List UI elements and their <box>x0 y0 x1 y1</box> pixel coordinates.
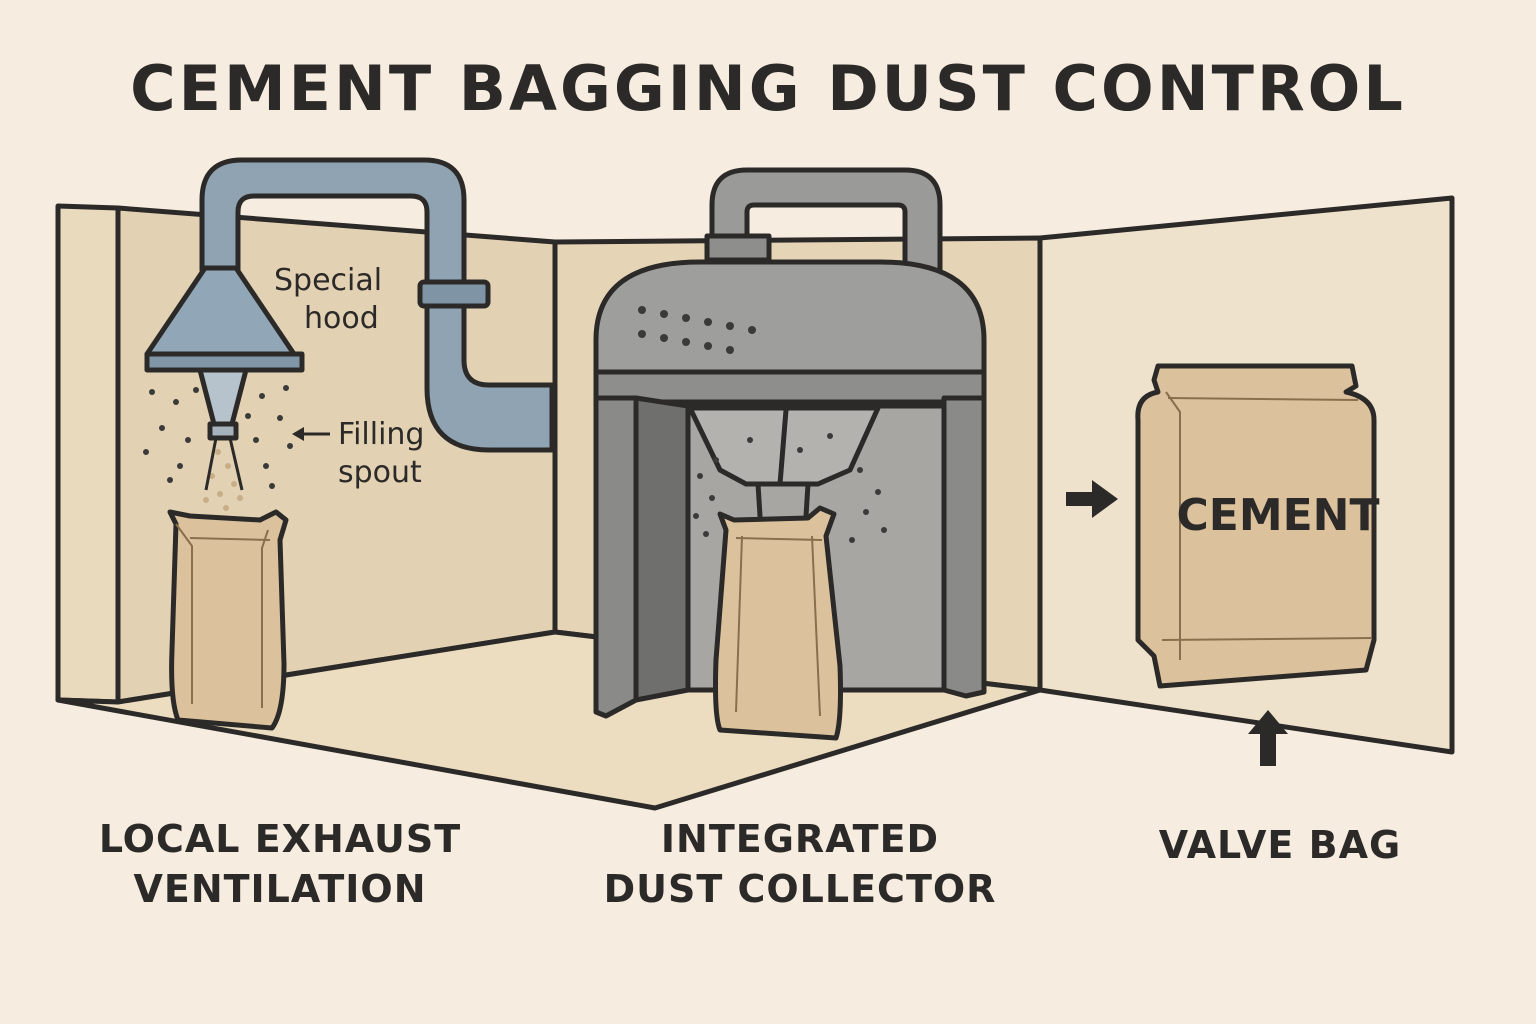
callout-line: spout <box>338 455 422 490</box>
callout-line: Special <box>274 263 383 298</box>
bag-left <box>167 509 289 731</box>
dust-particles-collector <box>693 433 887 543</box>
bag-label: CEMENT <box>1176 490 1379 541</box>
special-hood-callout: Special hood <box>274 262 382 338</box>
label-line: VENTILATION <box>133 867 427 911</box>
dust-particles-left <box>143 385 293 489</box>
collector-hood-band <box>593 369 987 405</box>
collector-vents <box>638 306 756 354</box>
collector-leg-right <box>941 395 987 699</box>
arrow-up-icon <box>1248 710 1288 766</box>
exhaust-duct <box>199 157 555 453</box>
collector-hood <box>593 259 987 401</box>
callout-line: hood <box>304 301 379 336</box>
label-local-exhaust: LOCAL EXHAUST VENTILATION <box>40 814 520 914</box>
valve-bag <box>1135 363 1377 689</box>
bag-middle <box>713 505 843 741</box>
label-line: DUST COLLECTOR <box>603 867 997 911</box>
callout-line: Filling <box>338 417 425 452</box>
label-line: VALVE BAG <box>1158 823 1402 867</box>
filling-spout-collar <box>207 421 239 441</box>
label-dust-collector: INTEGRATED DUST COLLECTOR <box>560 814 1040 914</box>
collector-leg-left-inner <box>633 395 691 703</box>
label-line: LOCAL EXHAUST <box>98 817 462 861</box>
filling-spout-callout: Filling spout <box>338 416 424 492</box>
left-wall <box>55 203 121 705</box>
duct-clamp <box>417 279 491 309</box>
label-valve-bag: VALVE BAG <box>1080 820 1480 870</box>
arrow-left-icon <box>292 427 330 441</box>
label-line: INTEGRATED <box>660 817 940 861</box>
collector-leg-left <box>593 395 639 719</box>
arrow-right-icon <box>1066 480 1118 518</box>
page-title: CEMENT BAGGING DUST CONTROL <box>130 52 1406 125</box>
collector-outlet <box>704 233 772 263</box>
